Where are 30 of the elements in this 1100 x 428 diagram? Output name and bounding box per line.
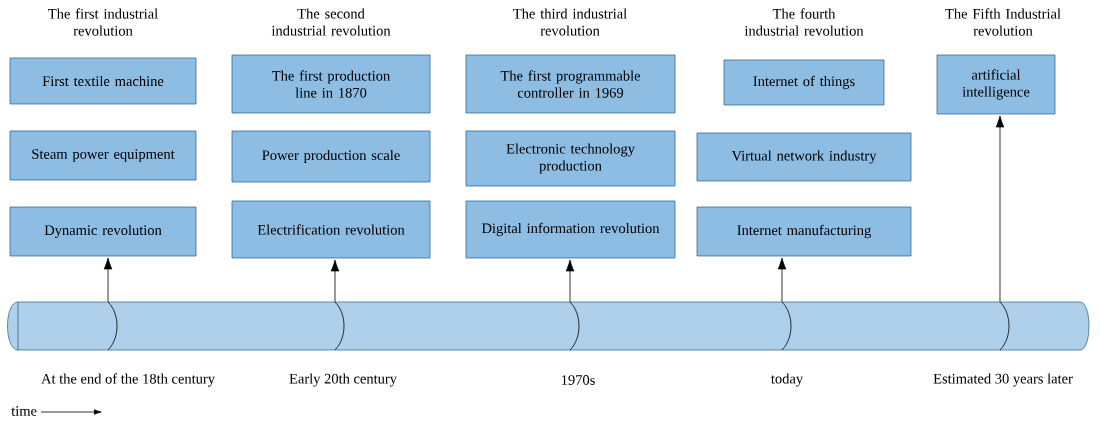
time-label: At the end of the 18th century bbox=[41, 373, 215, 387]
column-heading: The second industrial revolution bbox=[271, 8, 391, 36]
column-heading: The third industrial revolution bbox=[513, 8, 627, 36]
event-box: Electrification revolution bbox=[231, 200, 431, 259]
time-label: 1970s bbox=[561, 375, 595, 385]
event-box: Steam power equipment bbox=[9, 130, 197, 181]
event-box: Internet manufacturing bbox=[696, 206, 912, 257]
event-box: Digital information revolution bbox=[465, 200, 676, 259]
arrow bbox=[995, 115, 1005, 303]
event-box: Dynamic revolution bbox=[9, 206, 197, 257]
event-box: artificial intelligence bbox=[936, 54, 1056, 115]
column-heading: The fourth industrial revolution bbox=[744, 8, 864, 36]
axis-label: time bbox=[11, 406, 37, 416]
event-box: The first production line in 1870 bbox=[231, 54, 431, 114]
arrow bbox=[777, 257, 787, 303]
event-box: The first programmable controller in 1969 bbox=[465, 54, 676, 114]
column-heading: The Fifth Industrial revolution bbox=[945, 8, 1061, 36]
event-box: Electronic technology production bbox=[465, 130, 676, 187]
time-label: today bbox=[771, 373, 804, 387]
event-box: Internet of things bbox=[723, 59, 885, 106]
event-box: Virtual network industry bbox=[696, 132, 912, 182]
column-heading: The first industrial revolution bbox=[48, 8, 158, 36]
arrow bbox=[103, 257, 113, 303]
arrow bbox=[330, 259, 340, 303]
time-label: Estimated 30 years later bbox=[933, 373, 1073, 387]
time-label: Early 20th century bbox=[289, 373, 397, 387]
event-box: Power production scale bbox=[231, 130, 431, 183]
timeline-cylinder bbox=[7, 301, 1090, 351]
arrow bbox=[565, 259, 575, 303]
event-box: First textile machine bbox=[9, 57, 197, 105]
